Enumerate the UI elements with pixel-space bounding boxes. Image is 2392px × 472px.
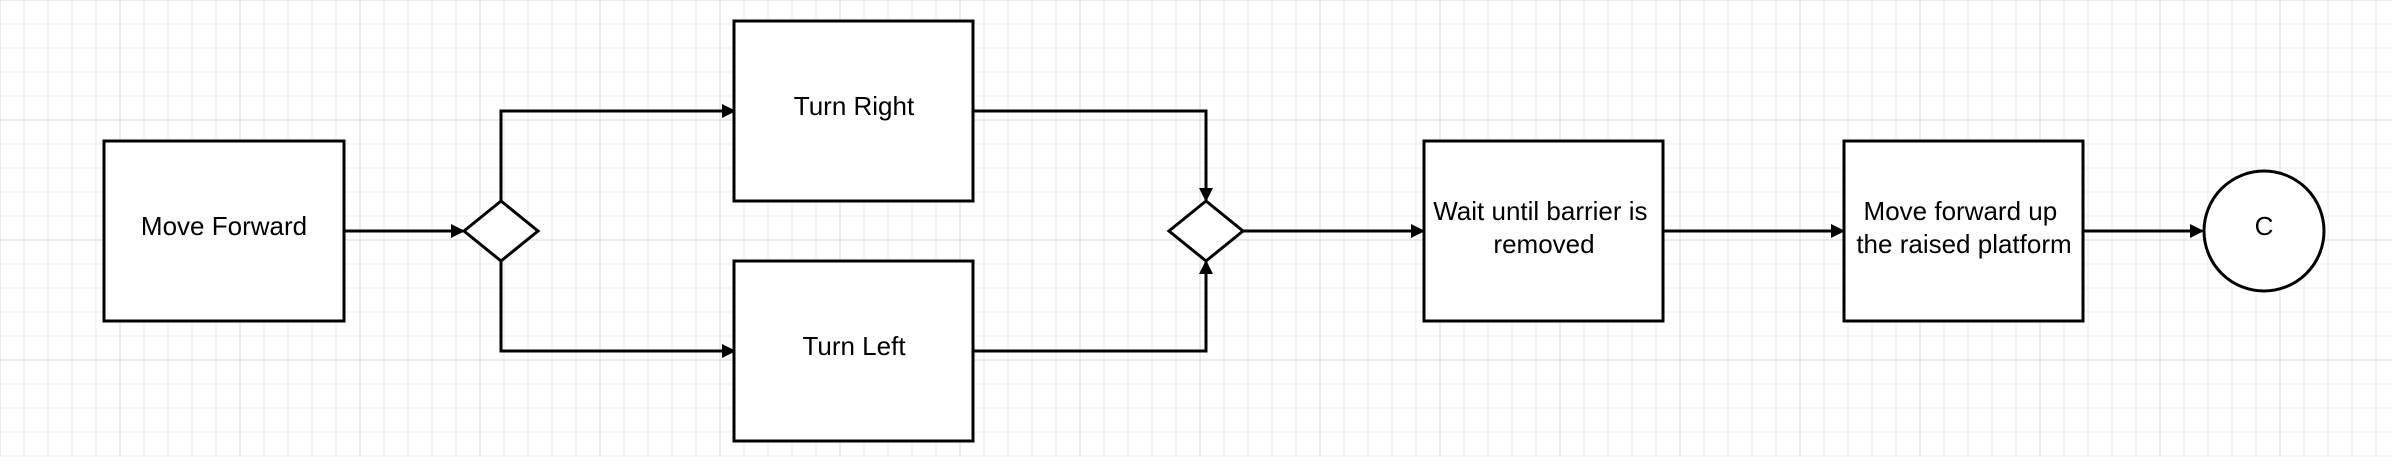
- node-turn-right-label: Turn Right: [794, 91, 915, 121]
- decision-merge[interactable]: [1166, 199, 1246, 263]
- node-turn-left[interactable]: Turn Left: [732, 259, 975, 443]
- edge-turn-left-to-merge[interactable]: [973, 260, 1213, 353]
- connector-c[interactable]: C: [2202, 169, 2326, 293]
- nodes-layer: Move Forward Turn Right Turn Left Wait u…: [102, 19, 2326, 443]
- node-turn-right[interactable]: Turn Right: [732, 19, 975, 203]
- node-wait-barrier-label: Wait until barrier is removed: [1433, 196, 1655, 259]
- node-move-platform[interactable]: Move forward up the raised platform: [1842, 139, 2085, 323]
- edge-turn-right-to-merge[interactable]: [973, 109, 1213, 202]
- node-move-platform-label: Move forward up the raised platform: [1856, 196, 2071, 259]
- edge-split-to-turn-left[interactable]: [499, 261, 736, 358]
- node-wait-barrier[interactable]: Wait until barrier is removed: [1422, 139, 1665, 323]
- connector-c-label: C: [2255, 211, 2274, 241]
- edges-layer: [344, 104, 2204, 358]
- node-move-forward[interactable]: Move Forward: [102, 139, 346, 323]
- node-move-forward-label: Move Forward: [141, 211, 307, 241]
- decision-split[interactable]: [461, 199, 541, 263]
- node-turn-left-label: Turn Left: [802, 331, 906, 361]
- edge-split-to-turn-right[interactable]: [499, 104, 736, 201]
